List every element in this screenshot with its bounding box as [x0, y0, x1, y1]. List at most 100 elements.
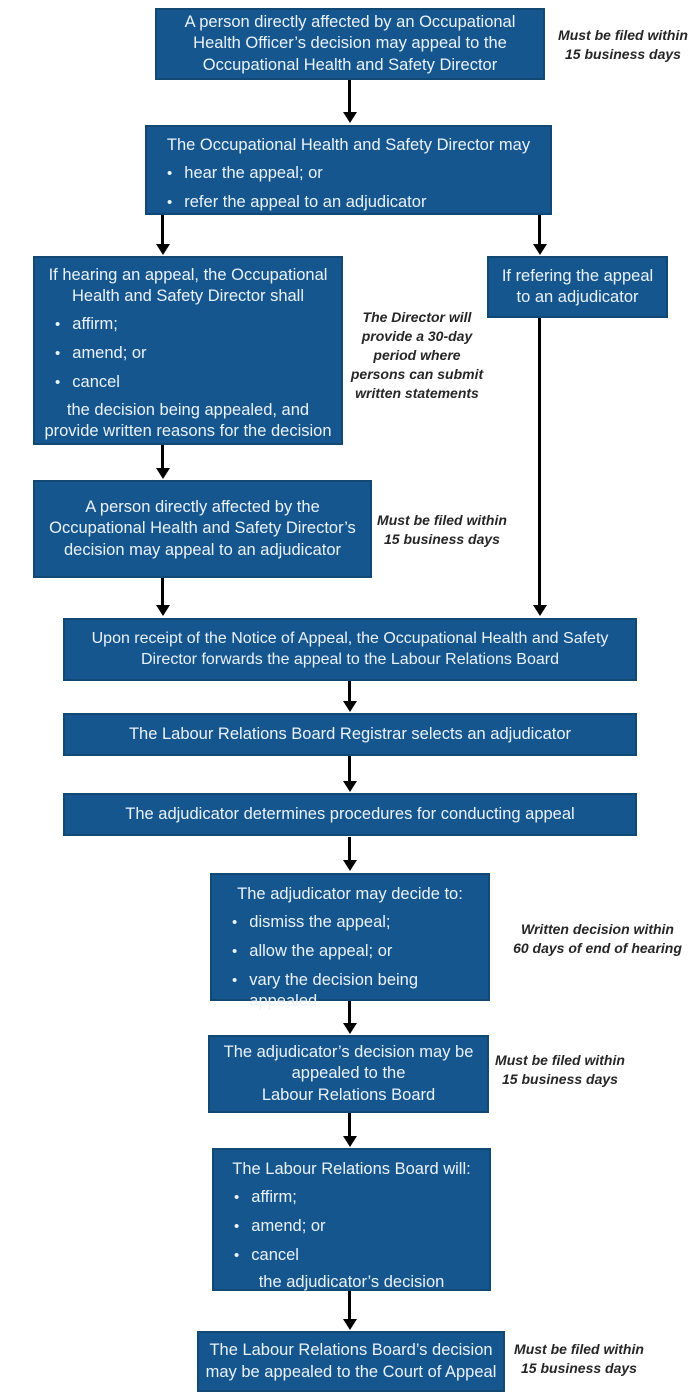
text-line: The Labour Relations Board’s decision — [209, 1341, 493, 1360]
note-director-30-day-period: The Director will provide a 30-day perio… — [348, 308, 486, 403]
list-item: • vary the decision being appealed — [232, 970, 482, 1012]
bullet-icon: • — [234, 1218, 240, 1236]
note-line: 15 business days — [521, 1360, 637, 1376]
bullet-icon: • — [234, 1247, 240, 1265]
arrow-down-icon — [348, 1001, 351, 1023]
note-line: Written decision within — [521, 921, 674, 937]
note-line: provide a 30-day — [361, 328, 473, 344]
arrow-down-icon — [348, 1291, 351, 1319]
flow-box-forward-to-lrb: Upon receipt of the Notice of Appeal, th… — [63, 618, 637, 681]
box-heading: The Labour Relations Board will: — [232, 1160, 471, 1178]
text-line: A person directly affected by an Occupat… — [184, 13, 516, 32]
text-line: the decision being appealed, and — [66, 400, 310, 419]
bullet-icon: • — [167, 165, 173, 183]
text-line: the adjudicator’s decision — [258, 1273, 445, 1292]
text-line: Occupational Health and Safety Director — [202, 55, 498, 74]
bullet-text: dismiss the appeal; — [249, 913, 391, 932]
bullet-text: amend; or — [251, 1217, 326, 1236]
flow-box-appeal-to-director: A person directly affected by an Occupat… — [155, 8, 545, 80]
text-line: The adjudicator’s decision may be — [223, 1043, 474, 1062]
note-line: Must be filed within — [558, 27, 688, 43]
arrow-down-icon — [538, 215, 541, 244]
list-item: • hear the appeal; or — [167, 163, 544, 184]
bullet-text: refer the appeal to an adjudicator — [184, 193, 427, 212]
bullet-text: affirm; — [251, 1188, 297, 1207]
note-line: 15 business days — [502, 1071, 618, 1087]
note-line: Must be filed within — [495, 1052, 625, 1068]
bullet-text: cancel — [251, 1246, 299, 1265]
arrow-down-icon — [538, 318, 541, 605]
bullet-text: amend; or — [72, 344, 147, 363]
bullet-list: • affirm; • amend; or • cancel — [220, 1187, 483, 1266]
bullet-icon: • — [55, 345, 61, 363]
note-line: persons can submit — [350, 366, 484, 382]
bullet-text: allow the appeal; or — [249, 942, 393, 961]
text-line: Health Officer’s decision may appeal to … — [193, 34, 507, 53]
bullet-icon: • — [167, 194, 173, 212]
flow-box-appeal-to-lrb: The adjudicator’s decision may be appeal… — [208, 1035, 489, 1113]
bullet-text: cancel — [72, 373, 120, 392]
list-item: • dismiss the appeal; — [232, 912, 482, 933]
box-footer: the adjudicator’s decision — [220, 1272, 483, 1293]
bullet-list: • hear the appeal; or • refer the appeal… — [153, 163, 544, 213]
arrow-down-icon — [161, 578, 164, 605]
arrow-down-icon — [348, 681, 351, 701]
text-line: may be appealed to the Court of Appeal — [205, 1362, 497, 1381]
list-item: • amend; or — [55, 343, 335, 364]
bullet-text: vary the decision being appealed — [249, 971, 419, 1011]
arrow-down-icon — [348, 837, 351, 860]
bullet-text: hear the appeal; or — [184, 164, 323, 183]
flow-box-appeal-to-court: The Labour Relations Board’s decision ma… — [197, 1331, 505, 1392]
box-heading: The Occupational Health and Safety Direc… — [166, 136, 531, 154]
list-item: • affirm; — [55, 314, 335, 335]
box-heading: If hearing an appeal, the Occupational — [48, 266, 328, 284]
text-line: decision may appeal to an adjudicator — [63, 540, 341, 559]
note-line: written statements — [355, 385, 479, 401]
note-filed-15-days-1: Must be filed within 15 business days — [548, 26, 698, 64]
note-line: 15 business days — [384, 531, 500, 547]
note-line: 15 business days — [565, 46, 681, 62]
note-filed-15-days-3: Must be filed within 15 business days — [485, 1051, 635, 1089]
bullet-icon: • — [55, 316, 61, 334]
arrow-down-icon — [348, 756, 351, 781]
note-line: Must be filed within — [514, 1341, 644, 1357]
flow-box-registrar-selects-adjudicator: The Labour Relations Board Registrar sel… — [63, 713, 637, 756]
list-item: • amend; or — [234, 1216, 483, 1237]
text-line: Upon receipt of the Notice of Appeal, th… — [91, 630, 609, 648]
flow-box-appeal-to-adjudicator: A person directly affected by the Occupa… — [33, 480, 372, 578]
note-line: Must be filed within — [377, 512, 507, 528]
text-line: provide written reasons for the decision — [44, 421, 332, 440]
text-line: A person directly affected by the — [85, 498, 320, 517]
bullet-text: affirm; — [72, 315, 118, 334]
arrow-down-icon — [161, 445, 164, 468]
bullet-list: • dismiss the appeal; • allow the appeal… — [218, 912, 482, 1012]
text-line: The adjudicator determines procedures fo… — [125, 804, 575, 823]
text-line: Labour Relations Board — [261, 1085, 436, 1104]
flow-box-adjudicator-procedures: The adjudicator determines procedures fo… — [63, 793, 637, 836]
list-item: • refer the appeal to an adjudicator — [167, 192, 544, 213]
bullet-icon: • — [234, 1189, 240, 1207]
arrow-down-icon — [161, 215, 164, 244]
note-filed-15-days-2: Must be filed within 15 business days — [372, 511, 512, 549]
list-item: • affirm; — [234, 1187, 483, 1208]
bullet-list: • affirm; • amend; or • cancel — [41, 314, 335, 393]
text-line: to an adjudicator — [516, 288, 639, 306]
flow-box-director-hearing-outcomes: If hearing an appeal, the Occupational H… — [33, 256, 343, 445]
list-item: • cancel — [55, 372, 335, 393]
note-line: The Director will — [362, 309, 472, 325]
arrow-down-icon — [348, 1113, 351, 1136]
note-line: period where — [373, 347, 461, 363]
list-item: • cancel — [234, 1245, 483, 1266]
box-heading: Health and Safety Director shall — [71, 287, 305, 306]
box-footer: the decision being appealed, and provide… — [41, 400, 335, 442]
bullet-icon: • — [55, 374, 61, 392]
bullet-icon: • — [232, 972, 238, 990]
bullet-icon: • — [232, 943, 238, 961]
flow-box-refer-to-adjudicator: If refering the appeal to an adjudicator — [487, 256, 668, 318]
flow-box-adjudicator-decisions: The adjudicator may decide to: • dismiss… — [210, 873, 490, 1010]
text-line: Occupational Health and Safety Director’… — [49, 519, 356, 538]
note-written-decision-60-days: Written decision within 60 days of end o… — [500, 920, 695, 958]
arrow-down-icon — [348, 80, 351, 112]
text-line: The Labour Relations Board Registrar sel… — [128, 724, 572, 743]
